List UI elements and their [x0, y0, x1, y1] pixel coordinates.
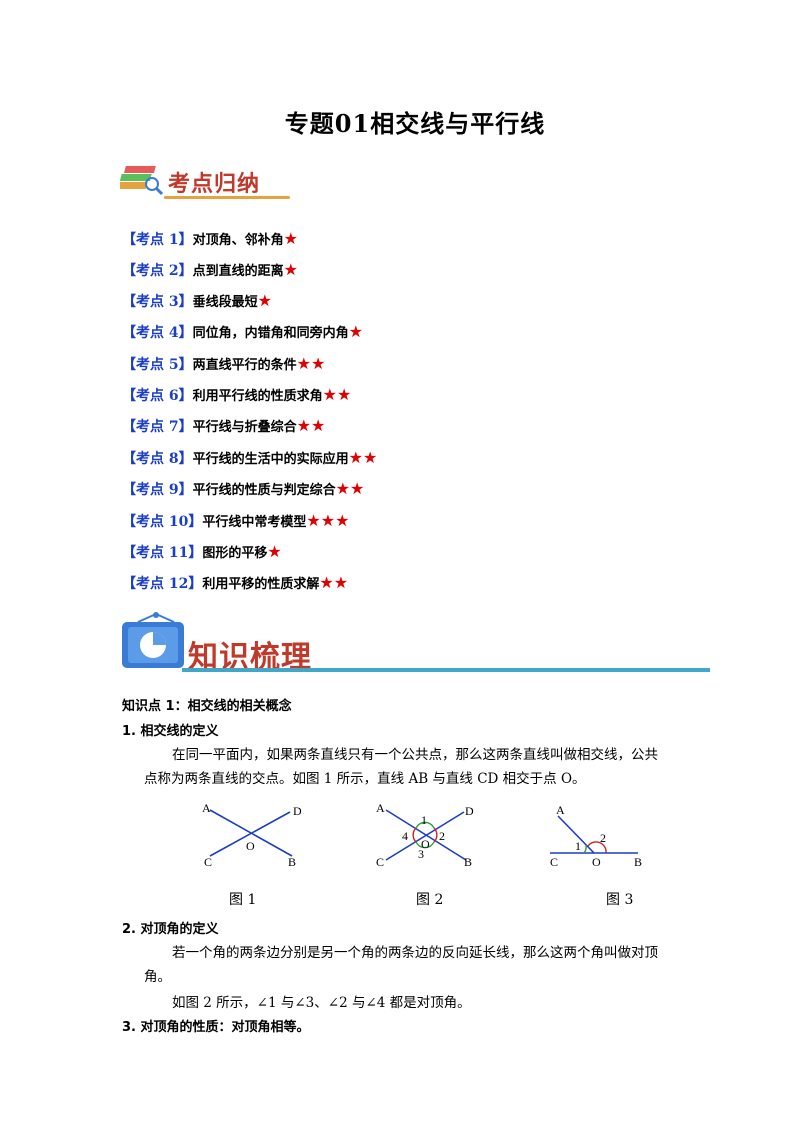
kaodian-text: 图形的平移 — [202, 546, 268, 561]
paragraph: 点称为两条直线的交点。如图 1 所示，直线 AB 与直线 CD 相交于点 O。 — [144, 771, 586, 787]
kaodian-tag: 【考点 2】 — [122, 263, 193, 279]
kaodian-tag: 【考点 11】 — [122, 545, 203, 561]
page-title: 专题01相交线与平行线 — [284, 109, 546, 138]
star-icon: ★★ — [348, 448, 378, 467]
section-underline — [164, 196, 290, 199]
list-item: 【考点 6】利用平行线的性质求角★★ — [122, 385, 351, 407]
star-icon: ★★★ — [306, 511, 350, 530]
kaodian-text: 利用平移的性质求解 — [202, 577, 320, 592]
kaodian-tag: 【考点 10】 — [122, 514, 203, 530]
fig2-label-B: B — [464, 855, 472, 869]
list-item: 【考点 9】平行线的性质与判定综合★★ — [122, 479, 364, 501]
books-icon — [120, 166, 164, 196]
fig1-label-A: A — [202, 801, 211, 815]
kaodian-text: 平行线中常考模型 — [202, 515, 307, 530]
paragraph: 角。 — [144, 969, 171, 985]
kaodian-tag: 【考点 1】 — [122, 232, 193, 248]
fig1-label-O: O — [246, 839, 255, 853]
kaodian-text: 平行线的性质与判定综合 — [192, 483, 336, 498]
figure-3: A C B O 1 2 — [550, 803, 642, 869]
list-item: 【考点 12】利用平移的性质求解★★ — [122, 573, 348, 595]
subheading: 3. 对顶角的性质：对顶角相等。 — [122, 1020, 310, 1035]
fig3-label-A: A — [556, 803, 565, 817]
list-item: 【考点 3】垂线段最短★ — [122, 291, 272, 313]
fig2-label-D: D — [465, 804, 474, 818]
fig2-angle-3: 3 — [418, 847, 424, 861]
star-icon: ★ — [283, 229, 298, 248]
list-item: 【考点 1】对顶角、邻补角★ — [122, 229, 298, 251]
figure-1: A D C B O — [202, 801, 302, 869]
kaodian-text: 点到直线的距离 — [192, 264, 284, 279]
fig1-label-D: D — [293, 804, 302, 818]
fig2-label-A: A — [376, 801, 385, 815]
fig1-label-B: B — [288, 855, 296, 869]
figure-caption: 图 3 — [606, 892, 634, 908]
kaodian-text: 同位角，内错角和同旁内角 — [192, 326, 349, 341]
list-item: 【考点 4】同位角，内错角和同旁内角★ — [122, 322, 363, 344]
subheading: 1. 相交线的定义 — [122, 724, 219, 739]
kaodian-text: 平行线的生活中的实际应用 — [192, 452, 349, 467]
kaodian-tag: 【考点 9】 — [122, 482, 193, 498]
fig1-label-C: C — [204, 855, 212, 869]
figure-caption: 图 1 — [229, 892, 257, 908]
fig2-label-O: O — [421, 837, 430, 851]
star-icon: ★ — [267, 542, 282, 561]
subheading: 2. 对顶角的定义 — [122, 922, 219, 937]
star-icon: ★★ — [319, 573, 349, 592]
fig2-angle-2: 2 — [439, 829, 445, 843]
kaodian-text: 两直线平行的条件 — [192, 358, 297, 373]
paragraph: 在同一平面内，如果两条直线只有一个公共点，那么这两条直线叫做相交线，公共 — [172, 747, 658, 763]
list-item: 【考点 10】平行线中常考模型★★★ — [122, 511, 349, 533]
kaodian-text: 垂线段最短 — [192, 295, 258, 310]
kaodian-tag: 【考点 4】 — [122, 325, 193, 341]
section-header-zhishi: 知识梳理 — [120, 612, 710, 675]
kaodian-text: 利用平行线的性质求角 — [192, 389, 323, 404]
section-title-kaodian: 考点归纳 — [168, 171, 261, 197]
fig3-angle-2: 2 — [600, 831, 606, 845]
kaodian-tag: 【考点 6】 — [122, 388, 193, 404]
fig2-label-C: C — [376, 855, 384, 869]
paragraph: 如图 2 所示，∠1 与∠3、∠2 与∠4 都是对顶角。 — [172, 995, 471, 1011]
kaodian-tag: 【考点 5】 — [122, 357, 193, 373]
list-item: 【考点 11】图形的平移★ — [122, 542, 282, 564]
kaodian-text: 平行线与折叠综合 — [192, 420, 297, 435]
figure-caption: 图 2 — [416, 892, 444, 908]
section-header-kaodian: 考点归纳 — [120, 158, 290, 208]
kaodian-text: 对顶角、邻补角 — [192, 233, 284, 248]
kaodian-tag: 【考点 3】 — [122, 294, 193, 310]
fig2-angle-4: 4 — [402, 829, 408, 843]
figure-2: A D C B O 1 2 3 4 — [376, 801, 474, 869]
fig2-angle-1: 1 — [421, 813, 427, 827]
knowledge-point-heading: 知识点 1：相交线的相关概念 — [122, 699, 292, 714]
kaodian-tag: 【考点 8】 — [122, 451, 193, 467]
fig3-angle-1: 1 — [575, 839, 581, 853]
list-item: 【考点 5】两直线平行的条件★★ — [122, 354, 325, 376]
paragraph: 若一个角的两条边分别是另一个角的两条边的反向延长线，那么这两个角叫做对顶 — [172, 945, 658, 961]
fig3-label-B: B — [634, 855, 642, 869]
kaodian-tag: 【考点 12】 — [122, 576, 203, 592]
star-icon: ★★ — [296, 416, 326, 435]
list-item: 【考点 2】点到直线的距离★ — [122, 260, 298, 282]
section-rule — [182, 668, 710, 672]
list-item: 【考点 7】平行线与折叠综合★★ — [122, 416, 325, 438]
star-icon: ★★ — [296, 354, 326, 373]
star-icon: ★ — [283, 260, 298, 279]
star-icon: ★★ — [322, 385, 352, 404]
star-icon: ★ — [348, 322, 363, 341]
star-icon: ★ — [257, 291, 272, 310]
list-item: 【考点 8】平行线的生活中的实际应用★★ — [122, 448, 377, 470]
kaodian-tag: 【考点 7】 — [122, 419, 193, 435]
fig3-label-C: C — [550, 855, 558, 869]
pie-chart-icon — [122, 612, 184, 668]
star-icon: ★★ — [335, 479, 365, 498]
fig3-label-O: O — [592, 855, 601, 869]
